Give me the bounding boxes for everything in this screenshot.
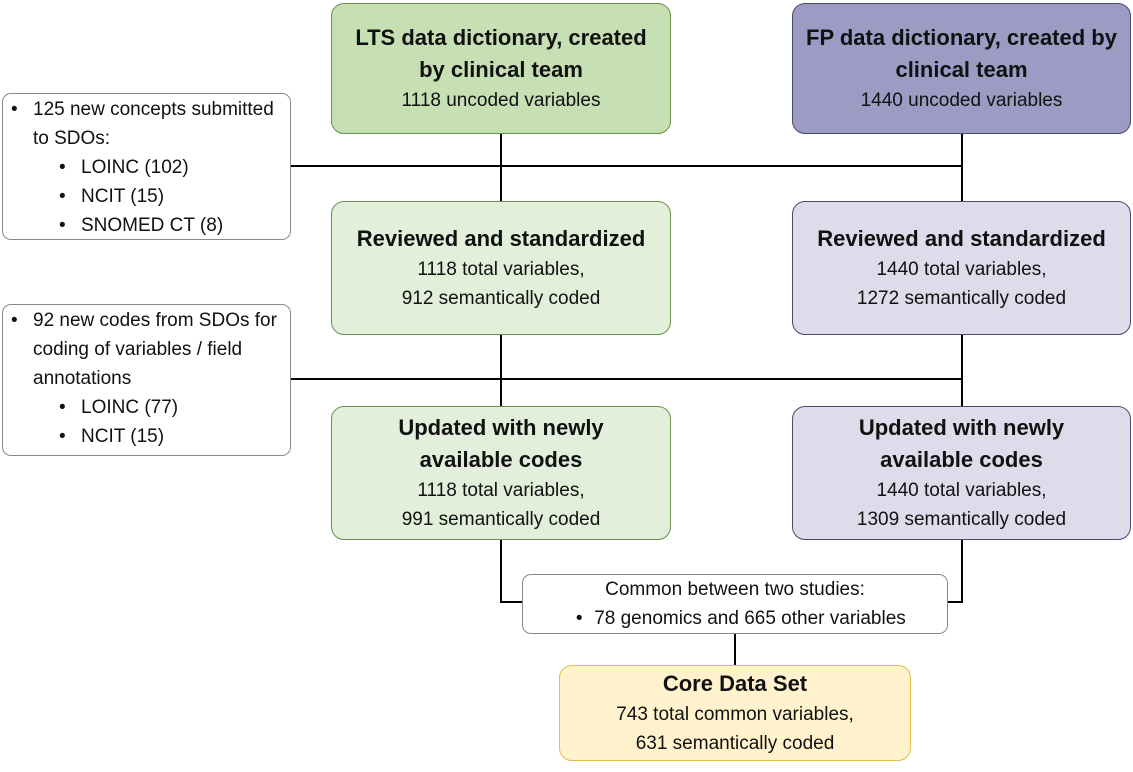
lts-dictionary-box: LTS data dictionary, created by clinical… — [331, 3, 671, 134]
bullet-icon: • — [59, 215, 66, 236]
bullet-icon: • — [11, 99, 18, 120]
fp-dictionary-title: FP data dictionary, created by clinical … — [806, 25, 1117, 82]
bullet-icon: • — [59, 157, 66, 178]
connector-fp-common — [947, 540, 963, 603]
fp-updated-line1: 1440 total variables, — [876, 480, 1047, 501]
fp-dictionary-line1: 1440 uncoded variables — [860, 90, 1063, 111]
common-variables-heading: Common between two studies: — [605, 579, 865, 600]
fp-updated-line2: 1309 semantically coded — [856, 509, 1067, 530]
common-variables-text: 78 genomics and 665 other variables — [594, 608, 906, 629]
fp-reviewed-line2: 1272 semantically coded — [856, 288, 1067, 309]
bullet-icon: • — [59, 426, 66, 447]
sdo-codes-sub-item: • LOINC (77) — [11, 393, 282, 422]
sdo-codes-text: 92 new codes from SDOs for coding of var… — [33, 310, 277, 389]
sdo-codes-sub-item: • NCIT (15) — [11, 422, 282, 451]
fp-reviewed-line1: 1440 total variables, — [876, 259, 1047, 280]
lts-dictionary-line1: 1118 uncoded variables — [401, 90, 601, 111]
core-data-set-box: Core Data Set 743 total common variables… — [559, 665, 911, 761]
lts-updated-line1: 1118 total variables, — [417, 480, 585, 501]
core-data-set-line1: 743 total common variables, — [616, 704, 854, 725]
fp-updated-box: Updated with newly available codes 1440 … — [792, 406, 1131, 540]
sdo-concepts-sub-item: • NCIT (15) — [11, 182, 282, 211]
connector-lts-common — [500, 540, 522, 603]
fp-updated-title: Updated with newly available codes — [858, 415, 1065, 472]
bullet-icon: • — [575, 608, 583, 629]
sdo-concepts-note: • 125 new concepts submitted to SDOs: • … — [2, 93, 291, 240]
fp-dictionary-box: FP data dictionary, created by clinical … — [792, 3, 1131, 134]
lts-updated-box: Updated with newly available codes 1118 … — [331, 406, 671, 540]
lts-reviewed-line2: 912 semantically coded — [401, 288, 601, 309]
common-variables-box: Common between two studies: • 78 genomic… — [522, 574, 948, 634]
fp-reviewed-box: Reviewed and standardized 1440 total var… — [792, 201, 1131, 335]
sdo-codes-note: • 92 new codes from SDOs for coding of v… — [2, 304, 291, 456]
bullet-icon: • — [11, 310, 18, 331]
bullet-icon: • — [59, 397, 66, 418]
sdo-concepts-text: 125 new concepts submitted to SDOs: — [33, 99, 274, 149]
sdo-codes-bullet-row: • 92 new codes from SDOs for coding of v… — [11, 306, 282, 393]
core-data-set-line2: 631 semantically coded — [635, 733, 835, 754]
lts-updated-title: Updated with newly available codes — [398, 415, 604, 472]
common-variables-bullet-row: • 78 genomics and 665 other variables — [564, 604, 906, 633]
core-data-set-title: Core Data Set — [662, 671, 808, 696]
fp-reviewed-title: Reviewed and standardized — [817, 226, 1106, 251]
lts-reviewed-line1: 1118 total variables, — [417, 259, 585, 280]
sdo-concepts-bullet-row: • 125 new concepts submitted to SDOs: — [11, 95, 282, 153]
lts-updated-line2: 991 semantically coded — [401, 509, 601, 530]
lts-reviewed-title: Reviewed and standardized — [356, 226, 646, 251]
bullet-icon: • — [59, 186, 66, 207]
sdo-concepts-sub-item: • SNOMED CT (8) — [11, 211, 282, 240]
lts-reviewed-box: Reviewed and standardized 1118 total var… — [331, 201, 671, 335]
lts-dictionary-title: LTS data dictionary, created by clinical… — [355, 25, 647, 82]
sdo-concepts-sub-item: • LOINC (102) — [11, 153, 282, 182]
